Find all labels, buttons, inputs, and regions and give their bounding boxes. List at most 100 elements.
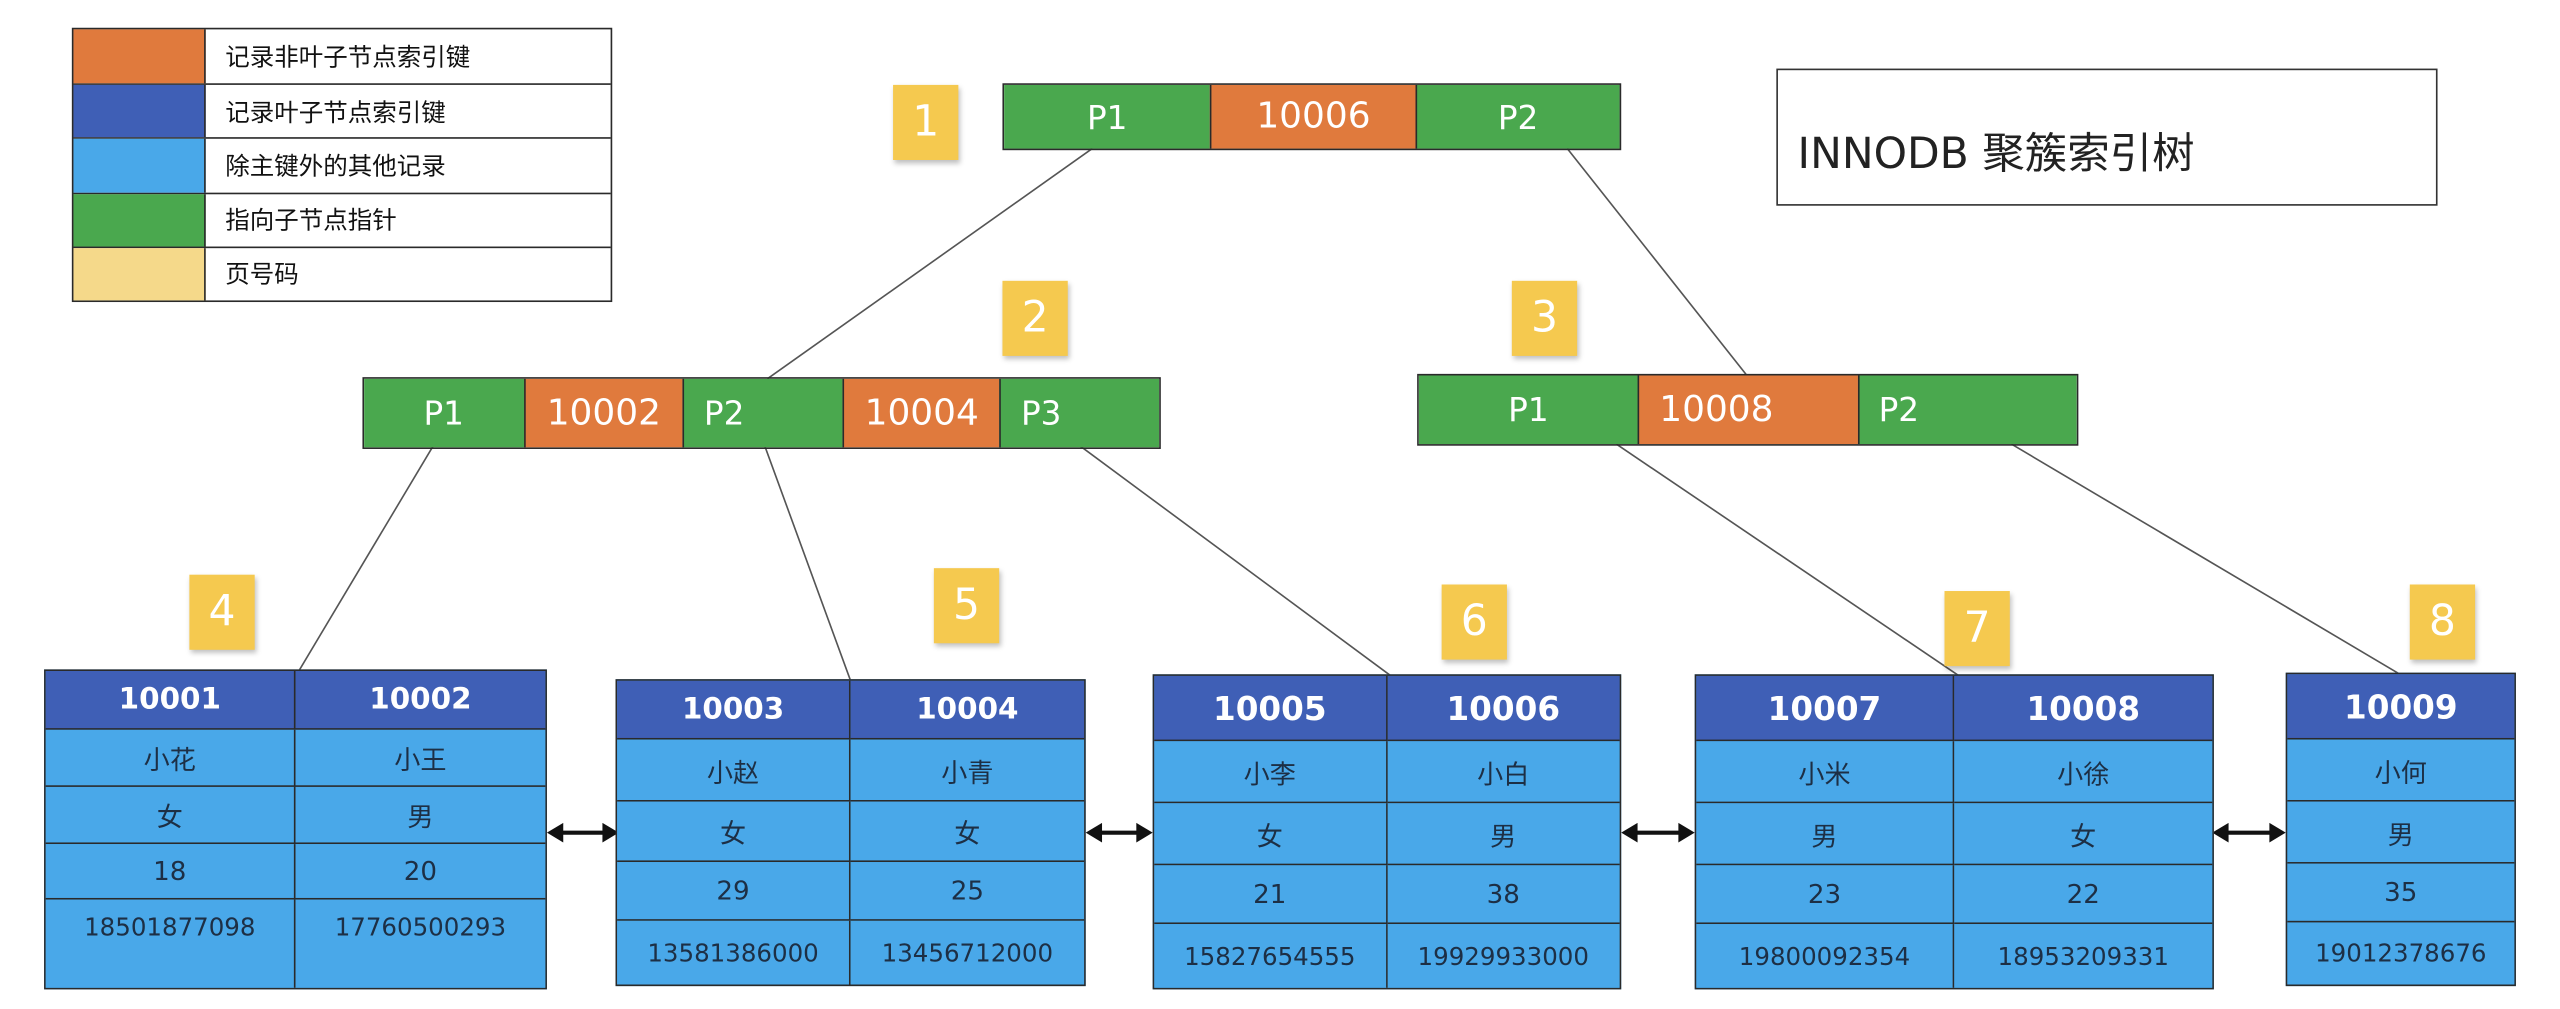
page-number-5: 5 — [933, 568, 1000, 644]
root-pointer-p1: P1 — [1004, 84, 1211, 149]
page-number-7: 7 — [1944, 591, 2010, 667]
root-node: P1 10006 P2 — [1002, 83, 1622, 151]
record-gender: 女 — [45, 786, 296, 845]
edge-page2-p2-to-page5 — [763, 443, 852, 682]
record-age: 35 — [2287, 863, 2515, 923]
record-gender: 女 — [617, 801, 851, 863]
legend-row-record: 除主键外的其他记录 — [73, 137, 611, 192]
record-age: 38 — [1386, 865, 1620, 925]
record-name: 小青 — [850, 739, 1085, 802]
record-phone: 19929933000 — [1386, 924, 1620, 988]
record-name: 小王 — [295, 729, 546, 787]
record-phone: 18501877098 — [45, 899, 296, 988]
record-phone: 18953209331 — [1954, 924, 2213, 988]
legend-swatch-yellow — [73, 247, 206, 301]
page-number-6: 6 — [1441, 584, 1507, 660]
record-gender: 男 — [1696, 803, 1955, 866]
record-phone: 15827654555 — [1154, 924, 1387, 988]
edge-page2-p1-to-page4 — [298, 443, 435, 672]
record-age: 21 — [1154, 865, 1387, 925]
record-name: 小李 — [1154, 741, 1387, 804]
leaf-key: 10005 — [1154, 675, 1387, 742]
legend-row-page-number: 页号码 — [73, 246, 611, 301]
edge-page2-p3-to-page6 — [1077, 443, 1392, 677]
page2-pointer-p2: P2 — [682, 378, 843, 448]
leaf-page-4: 10001 10002 小花 小王 女 男 18 20 18501877098 … — [44, 669, 547, 990]
diagram-title: INNODB 聚簇索引树 — [1776, 68, 2438, 206]
legend-row-pointer: 指向子节点指针 — [73, 191, 611, 247]
record-name: 小赵 — [617, 739, 851, 802]
edge-page3-p2-to-page8 — [2011, 443, 2401, 675]
leaf-key: 10009 — [2287, 674, 2515, 740]
record-gender: 男 — [295, 786, 546, 845]
legend-label: 页号码 — [225, 260, 299, 290]
root-key-10006: 10006 — [1210, 84, 1415, 149]
record-gender: 男 — [2287, 801, 2515, 864]
page3-key-10008: 10008 — [1638, 375, 1858, 445]
record-gender: 女 — [1954, 803, 2213, 866]
record-gender: 男 — [1386, 803, 1620, 866]
page2-key-10002: 10002 — [523, 378, 683, 448]
leaf-page-8: 10009 小何 男 35 19012378676 — [2285, 672, 2516, 987]
root-pointer-p2: P2 — [1414, 84, 1620, 149]
legend-row-non-leaf-key: 记录非叶子节点索引键 — [73, 29, 610, 84]
internal-node-page3: P1 10008 P2 — [1417, 373, 2079, 446]
record-age: 25 — [850, 862, 1085, 921]
legend-swatch-orange — [73, 29, 206, 84]
record-phone: 19012378676 — [2287, 922, 2515, 985]
record-name: 小何 — [2287, 739, 2515, 802]
internal-node-page2: P1 10002 P2 10004 P3 — [362, 377, 1161, 449]
leaf-link-3-4 — [1621, 822, 1695, 843]
leaf-key: 10008 — [1954, 675, 2213, 742]
leaf-key: 10003 — [617, 680, 851, 740]
record-gender: 女 — [1154, 803, 1387, 866]
leaf-link-1-2 — [546, 822, 619, 843]
edge-root-p2-to-page3 — [1566, 148, 1748, 377]
legend-row-leaf-key: 记录叶子节点索引键 — [73, 83, 611, 138]
page3-pointer-p2: P2 — [1857, 375, 2077, 445]
record-phone: 17760500293 — [295, 899, 546, 988]
record-gender: 女 — [850, 801, 1085, 863]
legend-swatch-dark-blue — [73, 85, 206, 138]
record-age: 23 — [1696, 865, 1955, 925]
leaf-key: 10007 — [1696, 675, 1955, 742]
record-phone: 19800092354 — [1696, 924, 1955, 988]
leaf-page-5: 10003 10004 小赵 小青 女 女 29 25 13581386000 … — [615, 679, 1086, 987]
page2-pointer-p3: P3 — [999, 378, 1160, 448]
legend-swatch-light-blue — [73, 139, 206, 192]
legend-label: 记录叶子节点索引键 — [225, 97, 446, 127]
page2-pointer-p1: P1 — [364, 378, 524, 448]
page-number-4: 4 — [189, 574, 255, 650]
record-name: 小徐 — [1954, 741, 2213, 804]
record-name: 小花 — [45, 729, 296, 787]
leaf-key: 10006 — [1386, 675, 1620, 742]
record-age: 18 — [45, 844, 296, 900]
leaf-key: 10004 — [850, 680, 1085, 740]
leaf-key: 10001 — [45, 671, 296, 730]
record-age: 29 — [617, 862, 851, 921]
page-number-1: 1 — [893, 84, 959, 160]
page-number-2: 2 — [1002, 280, 1068, 356]
edge-page3-p1-to-page7 — [1615, 443, 1960, 677]
leaf-page-6: 10005 10006 小李 小白 女 男 21 38 15827654555 … — [1152, 674, 1622, 990]
legend-label: 指向子节点指针 — [225, 205, 397, 236]
leaf-key: 10002 — [295, 671, 546, 730]
page-number-3: 3 — [1511, 280, 1578, 356]
legend: 记录非叶子节点索引键 记录叶子节点索引键 除主键外的其他记录 指向子节点指针 页… — [71, 27, 613, 303]
record-age: 22 — [1954, 865, 2213, 925]
page3-pointer-p1: P1 — [1418, 375, 1639, 445]
legend-label: 记录非叶子节点索引键 — [225, 42, 471, 72]
legend-swatch-green — [73, 193, 206, 247]
leaf-page-7: 10007 10008 小米 小徐 男 女 23 22 19800092354 … — [1694, 674, 2214, 990]
edge-root-p1-to-page2 — [766, 147, 1093, 380]
leaf-link-4-5 — [2212, 822, 2286, 843]
record-name: 小米 — [1696, 741, 1955, 804]
record-age: 20 — [295, 844, 546, 900]
page-number-8: 8 — [2409, 584, 2476, 660]
record-phone: 13581386000 — [617, 920, 851, 985]
legend-label: 除主键外的其他记录 — [225, 151, 446, 182]
page2-key-10004: 10004 — [842, 378, 1000, 448]
record-phone: 13456712000 — [850, 920, 1085, 985]
